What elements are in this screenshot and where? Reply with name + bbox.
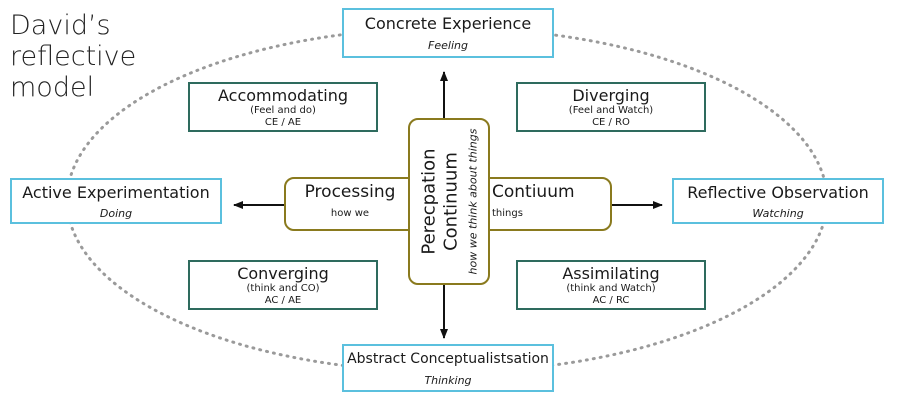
style-diverging: Diverging (Feel and Watch) CE / RO (516, 82, 706, 132)
style-name: Accommodating (218, 85, 348, 105)
perception-continuum-box: Perecpation Continuum how we think about… (408, 118, 490, 285)
style-accommodating: Accommodating (Feel and do) CE / AE (188, 82, 378, 132)
stage-name: Abstract Conceptualistsation (347, 350, 549, 367)
style-code: CE / AE (264, 116, 302, 128)
stage-mode: Thinking (424, 373, 472, 387)
processing-continuum-right: Contiuum things (492, 182, 602, 220)
stage-abstract-conceptualisation: Abstract Conceptualistsation Thinking (342, 344, 554, 392)
style-converging: Converging (think and CO) AC / AE (188, 260, 378, 310)
title-line: David’s (10, 10, 111, 41)
stage-mode: Doing (99, 206, 133, 220)
perception-sub: how we think about things (466, 128, 480, 275)
style-code: AC / AE (264, 294, 302, 306)
style-description: (think and CO) (246, 282, 320, 294)
processing-label: Processing (304, 182, 396, 202)
stage-mode: Watching (752, 206, 804, 220)
perception-label-2: Continuum (440, 152, 462, 251)
stage-name: Concrete Experience (364, 14, 532, 33)
style-description: (think and Watch) (566, 282, 656, 294)
style-description: (Feel and Watch) (568, 104, 654, 116)
style-code: AC / RC (592, 294, 630, 306)
diagram-title: David’s reflective model (10, 10, 136, 103)
stage-active-experimentation: Active Experimentation Doing (10, 178, 222, 224)
style-code: CE / RO (592, 116, 630, 128)
stage-name: Active Experimentation (22, 182, 210, 202)
title-line: model (10, 72, 95, 103)
style-name: Diverging (572, 85, 650, 105)
style-assimilating: Assimilating (think and Watch) AC / RC (516, 260, 706, 310)
continuum-sub: things (492, 208, 523, 219)
processing-sub: how we (330, 208, 370, 219)
stage-name: Reflective Observation (687, 182, 869, 202)
style-name: Converging (237, 263, 329, 283)
stage-mode: Feeling (428, 39, 468, 52)
style-name: Assimilating (562, 263, 660, 283)
title-line: reflective (10, 41, 137, 72)
continuum-label: Contiuum (492, 182, 575, 202)
perception-label: Perecpation (418, 148, 440, 255)
style-description: (Feel and do) (250, 104, 316, 116)
stage-concrete-experience: Concrete Experience Feeling (342, 8, 554, 58)
perception-text: Perecpation Continuum how we think about… (419, 129, 480, 275)
processing-continuum-left: Processing how we (294, 182, 406, 220)
stage-reflective-observation: Reflective Observation Watching (672, 178, 884, 224)
